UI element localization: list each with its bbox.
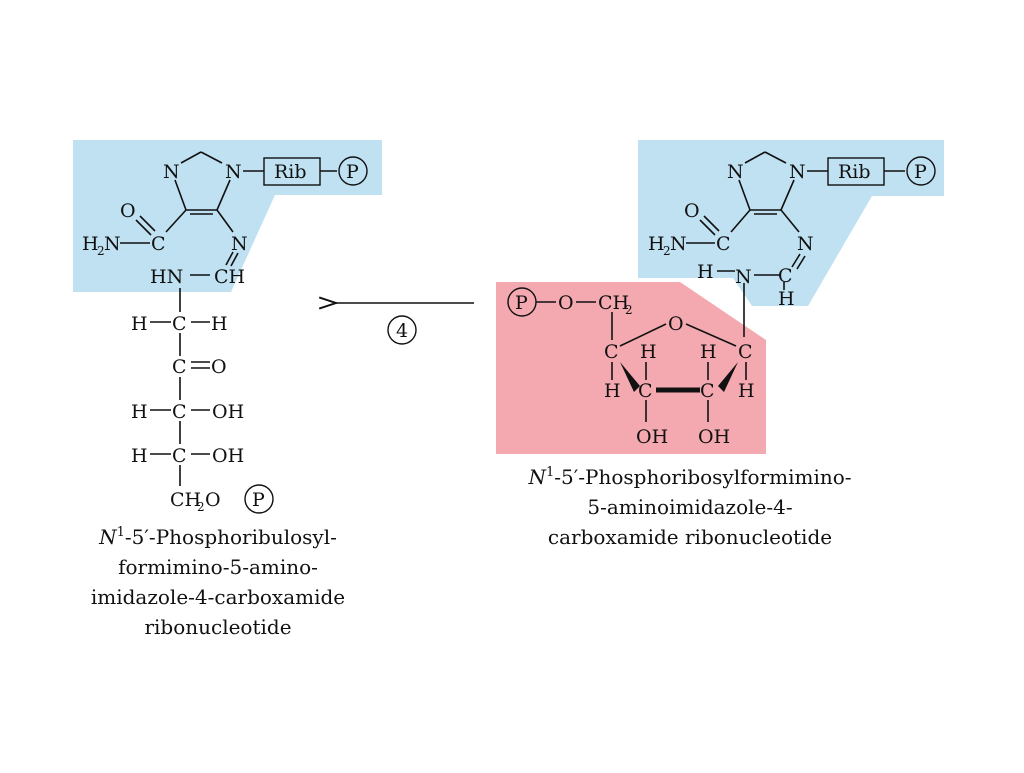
right-amide-sub: 2 [663,244,671,258]
right-ribose-c3: C [638,380,653,402]
right-ribose-c2: C [700,380,715,402]
left-c4-oh: OH [212,445,244,467]
left-c2-o: O [211,356,227,378]
right-ribose-ch: CH [598,292,629,314]
left-c1-h-left: H [131,313,148,335]
right-imine-h: H [778,288,795,310]
right-amino-h: H [697,261,714,283]
right-ribose-c1-h: H [738,380,755,402]
right-ribose-highlight [496,282,766,454]
left-phosphate-circle [338,156,368,186]
left-ribulose-chain: H C H C O H C OH H C OH CH 2 O P [131,288,274,514]
right-ribose-c4: C [604,341,619,363]
left-c4-h: H [131,445,148,467]
right-ribose-wedge-left [620,362,640,392]
right-amino-n: N [735,266,752,288]
left-c5-ch: CH [170,489,201,511]
right-formimino: N C H H N [697,209,814,337]
right-ribose-c4-h: H [604,380,621,402]
right-ribose-phosphate-label: P [515,292,528,314]
right-rib-label: Rib [838,161,871,183]
right-imidazole-ring: N N Rib P [727,151,936,215]
left-rib-label: Rib [274,161,307,183]
right-ribose-ring-o: O [668,313,684,335]
right-ribose-c2-oh: OH [698,426,730,448]
left-ring-n1: N [225,161,242,183]
left-phosphate-label: P [346,161,359,183]
left-c3: C [172,401,187,423]
left-c5-phosphate-circle [244,484,274,514]
right-caption-line1: N1-5′-Phosphoribosylformimino- [527,465,851,489]
left-imidazole-highlight [73,140,382,292]
right-phosphate-circle [906,156,936,186]
right-ribose-wedge-right [718,362,738,392]
right-imine-n: N [797,233,814,255]
left-imine-n: N [231,233,248,255]
right-ribose-c3-oh: OH [636,426,668,448]
step-number-circle [387,315,417,345]
left-amide-sub: 2 [97,244,105,258]
left-c3-oh: OH [212,401,244,423]
right-amide-o: O [684,200,700,222]
right-ring-n1: N [789,161,806,183]
left-imine-hn: HN [150,266,183,288]
right-carboxamide: O H 2 N C [648,200,751,258]
right-ribose-ch-sub: 2 [625,303,633,317]
left-amide-n: N [104,233,121,255]
right-amide-h: H [648,233,665,255]
left-formimino: N HN CH [150,209,248,288]
left-carboxamide: O H 2 N C [82,200,187,258]
right-ring-n3: N [727,161,744,183]
left-c5-o: O [205,489,221,511]
right-caption: N1-5′-Phosphoribosylformimino- 5-aminoim… [527,465,851,549]
left-caption-line3: imidazole-4-carboxamide [91,585,345,609]
left-c5-phosphate-label: P [252,489,265,511]
right-ribose-c1: C [738,341,753,363]
right-ribose-o5: O [558,292,574,314]
left-amide-h: H [82,233,99,255]
right-caption-line3: carboxamide ribonucleotide [548,525,832,549]
left-amide-o: O [120,200,136,222]
left-caption-line1: N1-5′-Phosphoribulosyl- [98,525,337,549]
reaction-arrow: 4 [336,303,474,345]
right-ribose-ring: P O CH 2 O C H C H C H C H OH OH [507,287,755,448]
right-ribose-c3-h: H [640,341,657,363]
left-caption-line2: formimino-5-amino- [118,555,318,579]
left-imidazole-ring: N N Rib P [163,151,368,215]
left-c4: C [172,445,187,467]
left-caption-line4: ribonucleotide [144,615,291,639]
left-amide-c: C [151,233,166,255]
left-c1: C [172,313,187,335]
right-amide-c: C [716,233,731,255]
right-caption-line2: 5-aminoimidazole-4- [587,495,792,519]
left-imine-ch: CH [214,266,245,288]
step-number-label: 4 [396,320,408,342]
right-ribose-c2-h: H [700,341,717,363]
left-c3-h: H [131,401,148,423]
left-c2: C [172,356,187,378]
right-phosphate-label: P [914,161,927,183]
right-amide-n: N [670,233,687,255]
right-imine-c: C [778,265,793,287]
left-caption: N1-5′-Phosphoribulosyl- formimino-5-amin… [91,525,345,639]
left-c5-sub: 2 [197,500,205,514]
left-ring-n3: N [163,161,180,183]
left-c1-h-right: H [211,313,228,335]
